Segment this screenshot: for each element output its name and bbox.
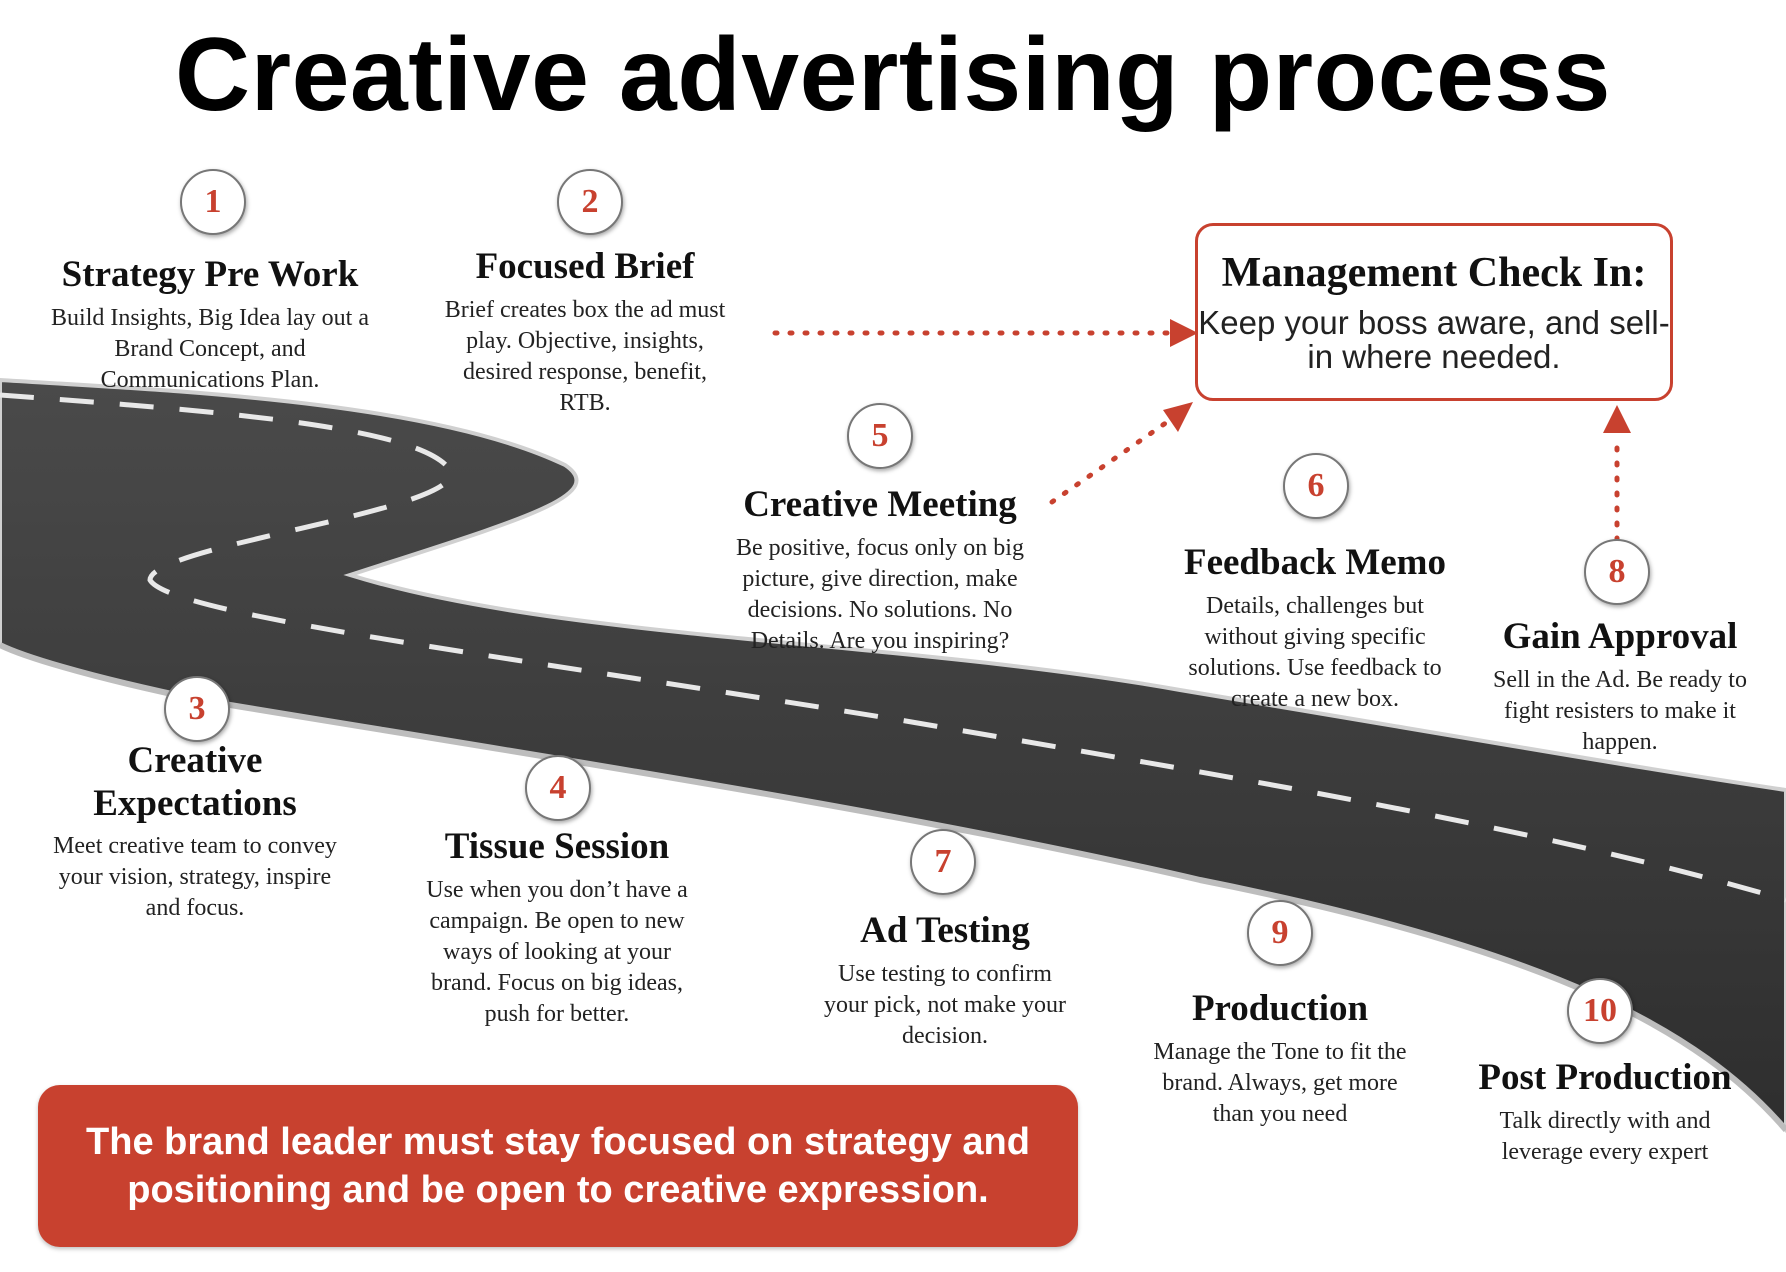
step-7-description: Use testing to confirm your pick, not ma… xyxy=(815,959,1075,1052)
step-9-number: 9 xyxy=(1247,900,1313,966)
step-9: Production Manage the Tone to fit the br… xyxy=(1150,988,1410,1130)
step-5: Creative Meeting Be positive, focus only… xyxy=(710,484,1050,657)
step-9-description: Manage the Tone to fit the brand. Always… xyxy=(1150,1037,1410,1130)
arrow-meeting-to-management xyxy=(1052,420,1170,502)
step-5-title: Creative Meeting xyxy=(710,484,1050,527)
step-4-description: Use when you don’t have a campaign. Be o… xyxy=(412,875,702,1030)
step-4-title: Tissue Session xyxy=(412,826,702,869)
step-8-title: Gain Approval xyxy=(1480,616,1760,659)
step-3-description: Meet creative team to convey your vision… xyxy=(40,831,350,924)
step-8-number: 8 xyxy=(1584,539,1650,605)
step-2-title: Focused Brief xyxy=(440,246,730,289)
step-6-title: Feedback Memo xyxy=(1170,542,1460,585)
step-7-number: 7 xyxy=(910,829,976,895)
step-3-title: Creative Expectations xyxy=(40,740,350,825)
management-check-in-box: Management Check In: Keep your boss awar… xyxy=(1195,223,1673,401)
step-8-description: Sell in the Ad. Be ready to fight resist… xyxy=(1480,665,1760,758)
arrowhead-approval xyxy=(1603,405,1631,433)
step-1-number: 1 xyxy=(180,169,246,235)
step-6-number: 6 xyxy=(1283,453,1349,519)
step-10-title: Post Production xyxy=(1470,1057,1740,1100)
key-message-text: The brand leader must stay focused on st… xyxy=(38,1118,1078,1214)
step-10-description: Talk directly with and leverage every ex… xyxy=(1470,1106,1740,1168)
arrowhead-brief xyxy=(1170,319,1198,347)
step-5-number: 5 xyxy=(847,403,913,469)
step-8: Gain Approval Sell in the Ad. Be ready t… xyxy=(1480,616,1760,758)
step-1-description: Build Insights, Big Idea lay out a Brand… xyxy=(50,303,370,396)
step-1: Strategy Pre Work Build Insights, Big Id… xyxy=(50,254,370,396)
management-title: Management Check In: xyxy=(1198,250,1670,296)
step-4: Tissue Session Use when you don’t have a… xyxy=(412,826,702,1030)
step-3-number: 3 xyxy=(164,676,230,742)
step-1-title: Strategy Pre Work xyxy=(50,254,370,297)
step-9-title: Production xyxy=(1150,988,1410,1031)
step-3: Creative Expectations Meet creative team… xyxy=(40,740,350,924)
arrowhead-meeting xyxy=(1163,402,1193,432)
key-message-banner: The brand leader must stay focused on st… xyxy=(38,1085,1078,1247)
step-2: Focused Brief Brief creates box the ad m… xyxy=(440,246,730,419)
step-10-number: 10 xyxy=(1567,978,1633,1044)
step-7: Ad Testing Use testing to confirm your p… xyxy=(815,910,1075,1052)
step-6-description: Details, challenges but without giving s… xyxy=(1170,591,1460,715)
step-6: Feedback Memo Details, challenges but wi… xyxy=(1170,542,1460,715)
step-2-number: 2 xyxy=(557,169,623,235)
step-7-title: Ad Testing xyxy=(815,910,1075,953)
management-description: Keep your boss aware, and sell-in where … xyxy=(1198,306,1670,374)
step-10: Post Production Talk directly with and l… xyxy=(1470,1057,1740,1168)
step-2-description: Brief creates box the ad must play. Obje… xyxy=(440,295,730,419)
step-4-number: 4 xyxy=(525,755,591,821)
step-5-description: Be positive, focus only on big picture, … xyxy=(710,533,1050,657)
